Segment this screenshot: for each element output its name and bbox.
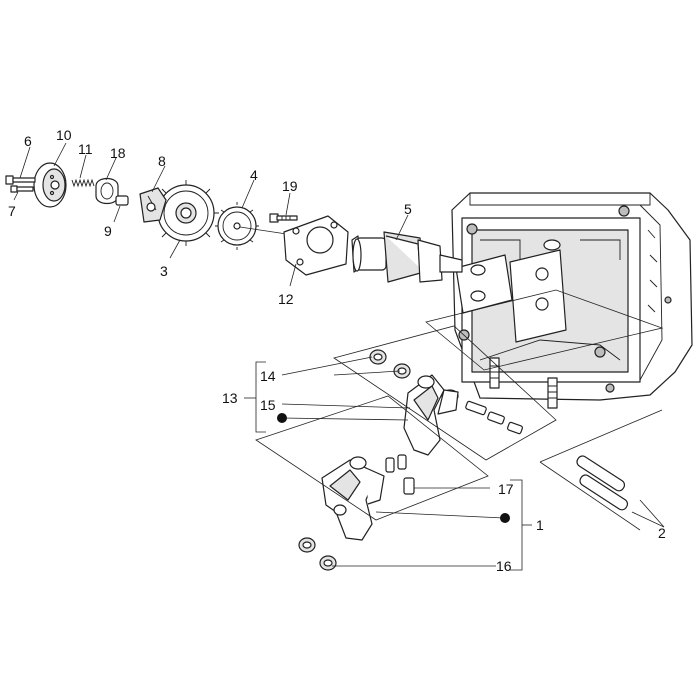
callout-10: 10 bbox=[56, 127, 72, 143]
bolt-7 bbox=[10, 185, 34, 193]
marker-dot-15 bbox=[277, 413, 287, 423]
bracket-1 bbox=[510, 479, 532, 571]
decompressor-lever bbox=[139, 187, 167, 223]
adjuster-screws-lower bbox=[385, 454, 415, 495]
callout-8: 8 bbox=[158, 153, 166, 169]
assembly-frames bbox=[255, 289, 664, 531]
rocker-arm-upper bbox=[403, 374, 459, 456]
callout-3: 3 bbox=[160, 263, 168, 279]
callout-14: 14 bbox=[260, 368, 276, 384]
callout-11: 11 bbox=[78, 141, 93, 157]
drive-gear bbox=[153, 180, 219, 246]
callout-9: 9 bbox=[104, 223, 112, 239]
bracket-13 bbox=[244, 361, 266, 433]
spring-washer-18 bbox=[95, 177, 119, 205]
callout-2: 2 bbox=[658, 525, 666, 541]
callout-13: 13 bbox=[222, 390, 238, 406]
callout-16: 16 bbox=[496, 558, 512, 574]
callout-5: 5 bbox=[404, 201, 412, 217]
bolt-6 bbox=[5, 175, 36, 185]
callout-15: 15 bbox=[260, 397, 276, 413]
callout-17: 17 bbox=[498, 481, 514, 497]
callout-19: 19 bbox=[282, 178, 298, 194]
callout-1: 1 bbox=[536, 517, 544, 533]
leader-lines bbox=[13, 142, 665, 567]
camshaft bbox=[351, 231, 463, 283]
cylinder-head bbox=[451, 192, 693, 409]
rocker-arm-lower bbox=[321, 456, 385, 541]
callout-6: 6 bbox=[24, 133, 32, 149]
adjuster-screws-upper bbox=[465, 400, 523, 435]
callout-4: 4 bbox=[250, 167, 258, 183]
callout-12: 12 bbox=[278, 291, 294, 307]
marker-dot-17 bbox=[500, 513, 510, 523]
pulley bbox=[33, 162, 67, 208]
pin-9 bbox=[115, 195, 129, 206]
bolt-19 bbox=[269, 213, 298, 223]
caps-14 bbox=[369, 349, 411, 379]
spring-11 bbox=[71, 178, 95, 188]
caps-16 bbox=[298, 537, 337, 571]
camshaft-sprocket bbox=[215, 202, 301, 250]
callout-7: 7 bbox=[8, 203, 16, 219]
callout-18: 18 bbox=[110, 145, 126, 161]
rocker-pins-2 bbox=[576, 455, 629, 511]
gasket-plate bbox=[283, 215, 349, 276]
